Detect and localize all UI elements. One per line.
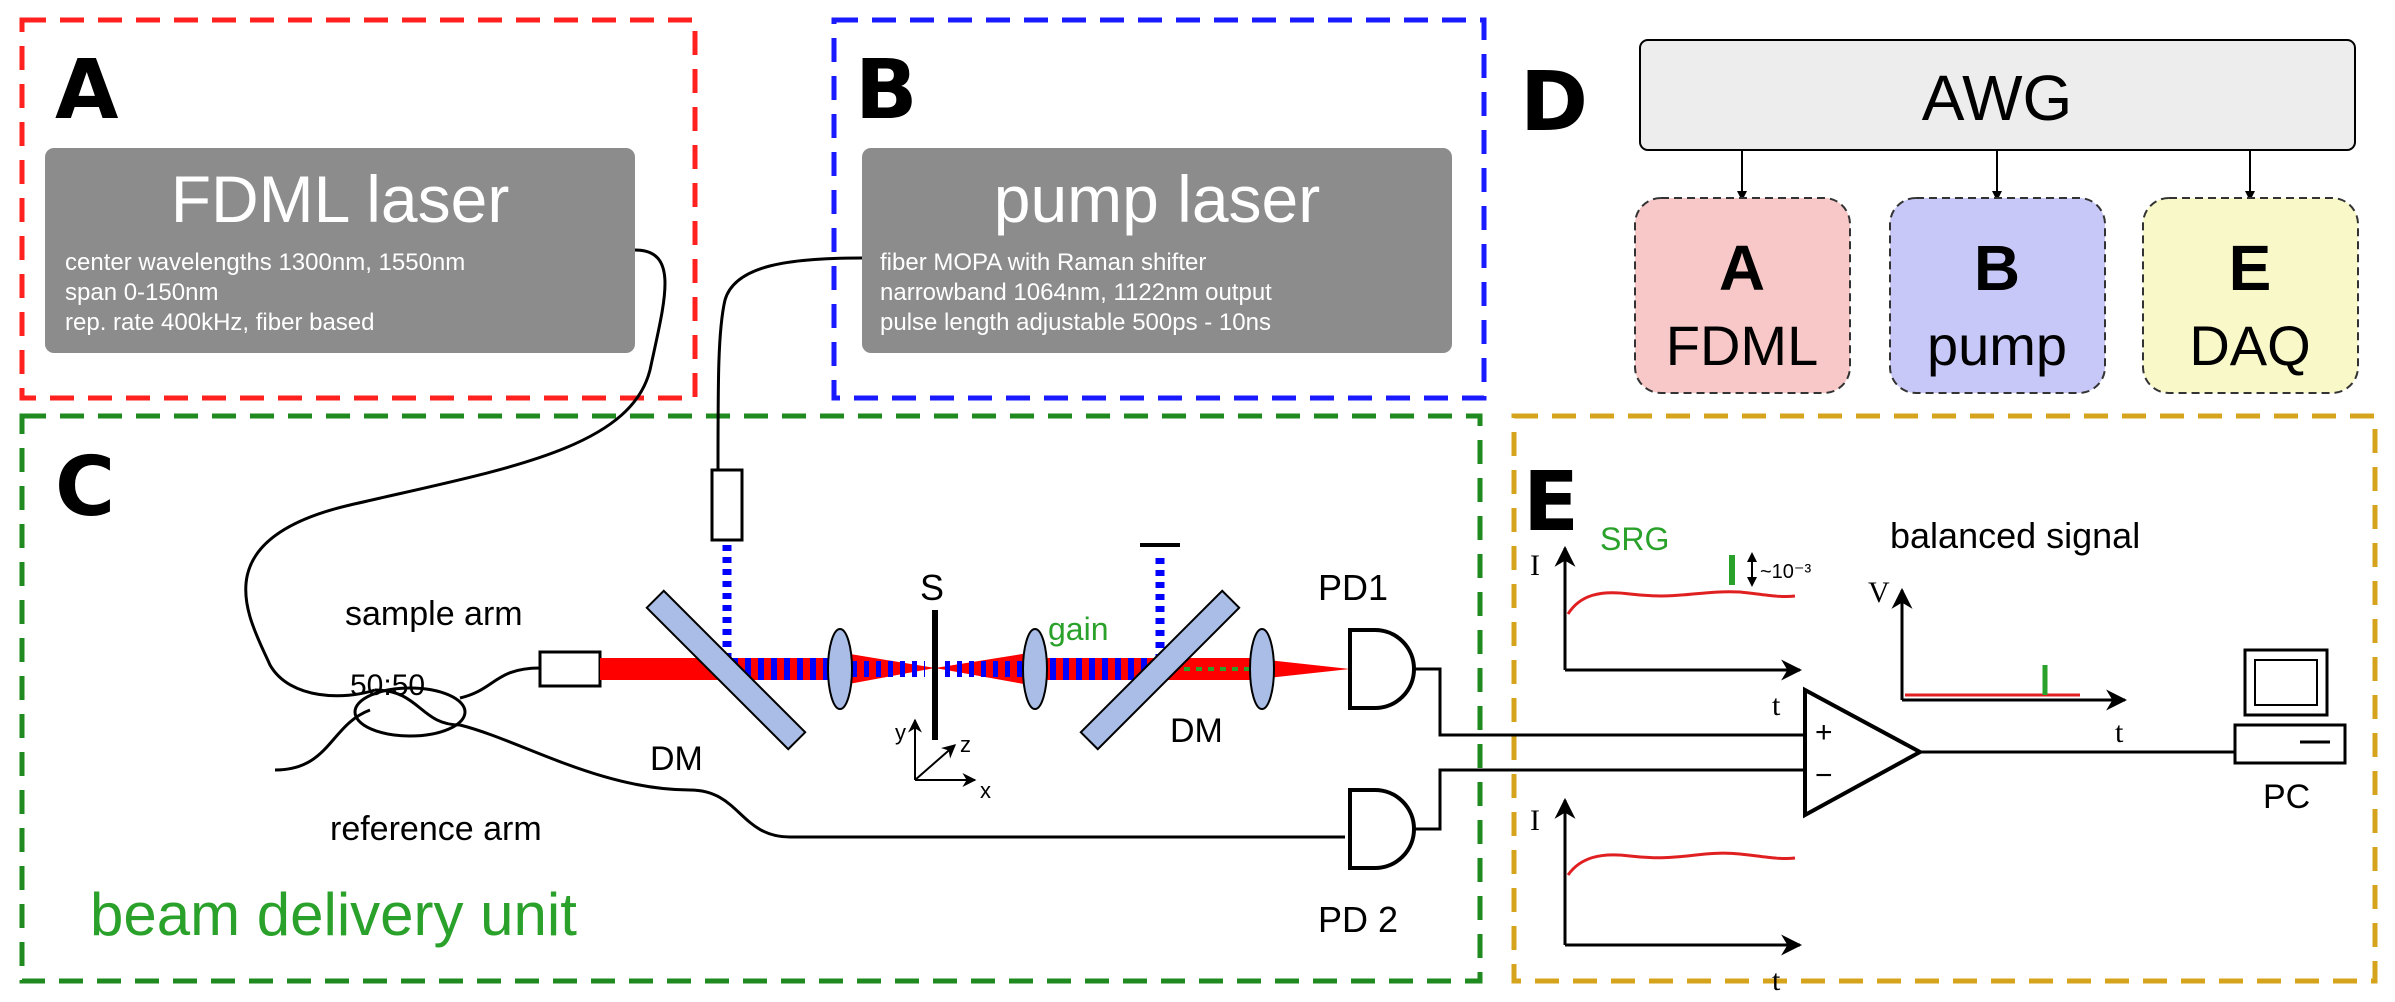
- pc-label: PC: [2263, 778, 2310, 816]
- dichroic-mirror-1-label: DM: [650, 740, 703, 778]
- reference-axis-t: t: [1772, 964, 1781, 997]
- srg-axis-t: t: [1772, 689, 1781, 722]
- balanced-axis-v: V: [1868, 576, 1890, 609]
- balanced-amplifier: [1803, 686, 1925, 819]
- panel-d-letter: D: [1520, 55, 1588, 150]
- fdml-fiber: [244, 248, 667, 698]
- lens-3: [1249, 628, 1275, 710]
- balanced-axis-t: t: [2115, 716, 2124, 749]
- fdml-spec-2: span 0-150nm: [65, 279, 218, 306]
- srg-axis-i: I: [1530, 549, 1540, 582]
- reference-arm-label: reference arm: [330, 810, 542, 848]
- panel-e-letter: E: [1523, 455, 1579, 550]
- module-daq: E DAQ: [2142, 197, 2359, 394]
- srg-trace: [1566, 590, 1796, 615]
- pd1-label: PD1: [1318, 567, 1388, 608]
- module-daq-name: DAQ: [2189, 314, 2310, 377]
- module-pump-letter: B: [1974, 232, 2020, 304]
- fdml-spec-3: rep. rate 400kHz, fiber based: [65, 309, 375, 336]
- module-pump: B pump: [1889, 197, 2106, 394]
- panel-c-letter: C: [55, 440, 115, 535]
- sample-collimator: [538, 650, 602, 688]
- srg-label: SRG: [1600, 521, 1669, 557]
- lens-1: [827, 628, 853, 710]
- axis-y-label: y: [895, 720, 906, 745]
- sample-arm-label: sample arm: [345, 595, 523, 633]
- photodiode-1: [1348, 628, 1416, 710]
- axis-z-label: z: [960, 732, 971, 757]
- pd2-wire: [1413, 768, 1805, 831]
- panel-e-box: [1511, 413, 2378, 984]
- balanced-signal-plot: [1891, 587, 2128, 711]
- fiber-coupler: [274, 666, 1345, 839]
- photodiode-2: [1348, 788, 1416, 870]
- fdml-laser-title: FDML laser: [171, 162, 510, 236]
- beam-delivery-unit-label: beam delivery unit: [90, 881, 577, 948]
- combined-beam-2: [1035, 658, 1160, 680]
- srg-signal-plot: [1554, 545, 1803, 681]
- pump-beam-dump: [1140, 543, 1180, 660]
- module-fdml: A FDML: [1634, 197, 1851, 394]
- coordinate-axes: [908, 718, 977, 787]
- fdml-laser-box: FDML laser center wavelengths 1300nm, 15…: [45, 148, 635, 353]
- amp-minus: −: [1815, 759, 1833, 792]
- pump-laser-title: pump laser: [994, 162, 1321, 236]
- panel-c-box: [19, 413, 1483, 984]
- pump-collimator: [710, 468, 744, 542]
- module-fdml-name: FDML: [1666, 314, 1818, 377]
- gain-label: gain: [1048, 611, 1109, 647]
- dichroic-mirror-2: [1079, 589, 1241, 751]
- fdml-spec-1: center wavelengths 1300nm, 1550nm: [65, 249, 465, 276]
- reference-signal-plot: [1554, 797, 1803, 956]
- dichroic-mirror-2-label: DM: [1170, 712, 1223, 750]
- panel-a-box: [19, 17, 698, 401]
- panel-b-box: [831, 17, 1487, 401]
- panel-a-letter: A: [55, 43, 119, 138]
- pump-laser-box: pump laser fiber MOPA with Raman shifter…: [862, 148, 1452, 353]
- focused-beam: [838, 652, 1035, 686]
- balanced-title: balanced signal: [1890, 515, 2140, 556]
- pump-spec-3: pulse length adjustable 500ps - 10ns: [880, 309, 1271, 336]
- pd1-wire: [1413, 667, 1805, 737]
- combined-beam-1: [730, 658, 840, 680]
- computer-icon: [2233, 648, 2347, 765]
- srg-magnitude: ~10⁻³: [1760, 561, 1811, 583]
- dichroic-mirror-1: [645, 589, 807, 751]
- sample-label: S: [920, 567, 944, 608]
- pump-spec-1: fiber MOPA with Raman shifter: [880, 249, 1206, 276]
- reference-trace: [1566, 851, 1796, 876]
- axis-x-label: x: [980, 778, 991, 803]
- lens-2: [1022, 628, 1048, 710]
- pump-fiber: [716, 256, 863, 471]
- module-pump-name: pump: [1927, 314, 2067, 377]
- pump-spec-2: narrowband 1064nm, 1122nm output: [880, 279, 1272, 306]
- amp-plus: +: [1815, 716, 1833, 749]
- awg-label: AWG: [1922, 62, 2073, 134]
- pd2-label: PD 2: [1318, 899, 1398, 940]
- module-daq-letter: E: [2229, 232, 2272, 304]
- coupler-ratio-label: 50:50: [350, 669, 425, 702]
- panel-b-letter: B: [855, 43, 918, 138]
- reference-axis-i: I: [1530, 804, 1540, 837]
- module-fdml-letter: A: [1719, 232, 1765, 304]
- awg-block: AWG: [1639, 39, 2356, 151]
